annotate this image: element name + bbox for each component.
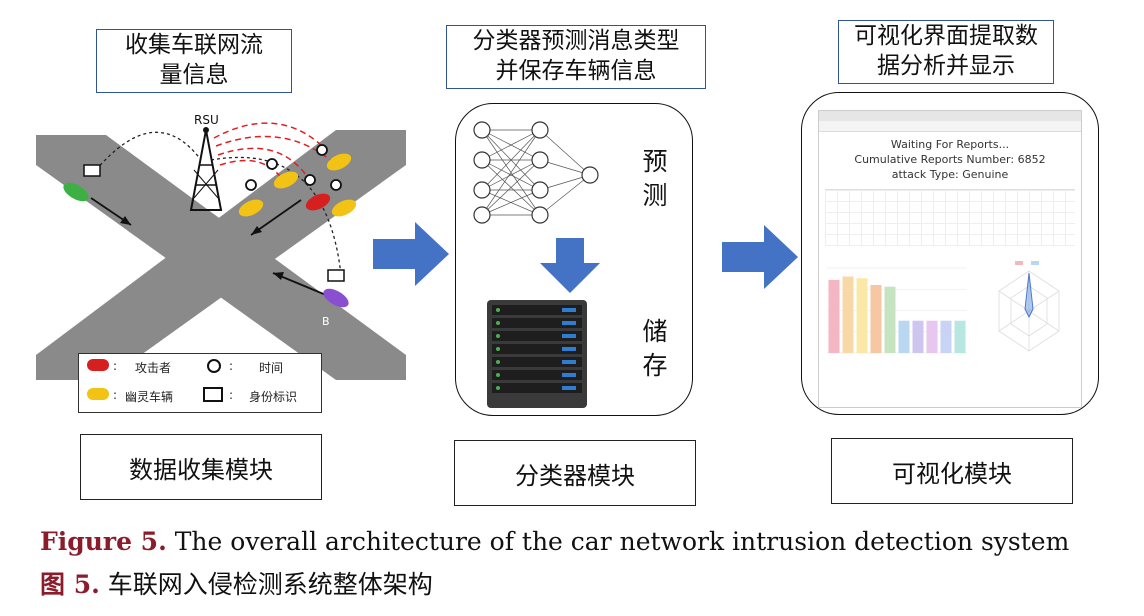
figure-caption-en-text: The overall architecture of the car netw… (166, 527, 1070, 556)
clock-legend-icon (207, 359, 221, 373)
motion-arrow-head (273, 272, 284, 280)
neural-network-icon (473, 121, 599, 224)
vehicle-a-icon (63, 182, 89, 202)
predict-label: 预 测 (640, 145, 670, 213)
screen-titlebar (819, 111, 1081, 121)
classifier-title-line2: 并保存车辆信息 (495, 58, 657, 84)
comm-link (95, 131, 202, 171)
legend-box: : 攻击者 : 时间 : 幽灵车辆 : 身份标识 (78, 353, 322, 413)
screen-line-chart-area (825, 189, 1075, 246)
figure-caption-zh: 图 5. 车联网入侵检测系统整体架构 (40, 565, 433, 601)
attacker-vehicle-icon (305, 193, 331, 211)
clock-icon (330, 179, 342, 191)
comm-link (210, 156, 342, 276)
store-char-1: 储 (642, 317, 668, 346)
screen-addressbar (819, 121, 1081, 132)
attack-type-text: attack Type: Genuine (891, 168, 1009, 181)
ghost-legend-label: 幽灵车辆 (125, 390, 174, 404)
bar-chart-bar (954, 320, 966, 353)
predict-char-2: 测 (642, 181, 668, 210)
radar-legend-swatch (1031, 261, 1039, 265)
ghost-vehicle-icon (331, 199, 357, 217)
screen-radar-chart (998, 261, 1060, 352)
data-collection-module-label: 数据收集模块 (129, 455, 273, 484)
ghost-vehicle-icon (238, 199, 264, 217)
radar-shape (1024, 272, 1034, 319)
data-collection-title-box: 收集车联网流 量信息 (96, 29, 292, 93)
ghost-vehicle-icon (326, 153, 352, 171)
clock-icon (316, 144, 328, 156)
identity-legend-label: 身份标识 (249, 390, 298, 404)
visualization-module-label: 可视化模块 (892, 459, 1012, 488)
figure-caption-en: Figure 5. The overall architecture of th… (40, 527, 1069, 556)
classifier-module-label: 分类器模块 (515, 461, 635, 490)
legend-colon: : (229, 359, 234, 373)
bar-chart-bar (884, 286, 896, 353)
clock-icon (304, 174, 316, 186)
visualization-title-box: 可视化界面提取数 据分析并显示 (838, 20, 1054, 84)
bar-chart-bar (898, 320, 910, 353)
bar-chart-bar (870, 285, 882, 353)
figure-caption-zh-text: 车联网入侵检测系统整体架构 (99, 570, 433, 599)
red-dashed-link (217, 147, 307, 176)
predict-char-1: 预 (642, 147, 668, 176)
bar-chart-bar (856, 278, 868, 353)
attacker-legend-label: 攻击者 (135, 361, 172, 375)
red-dashed-link (213, 122, 322, 146)
rsu-label: RSU (194, 113, 219, 127)
radar-legend-swatch (1015, 261, 1023, 265)
flow-arrow-icon (722, 225, 798, 289)
server-rack-icon (487, 300, 587, 408)
id-tag-legend-icon (203, 387, 223, 402)
bar-chart-bar (940, 320, 952, 353)
classifier-title-box: 分类器预测消息类型 并保存车辆信息 (446, 25, 706, 89)
motion-arrow-head (251, 226, 262, 235)
store-label: 储 存 (640, 315, 670, 383)
ghost-vehicle-icon (273, 171, 299, 189)
clock-icon (245, 179, 257, 191)
attacker-legend-icon (87, 359, 109, 371)
red-dashed-link (215, 135, 337, 166)
motion-arrow-head (120, 216, 131, 225)
clock-icon (266, 158, 278, 170)
vehicle-b-label: B (322, 315, 330, 328)
road-segment (36, 130, 406, 380)
classifier-title-line1: 分类器预测消息类型 (472, 28, 680, 54)
waiting-reports-text: Waiting For Reports... (890, 138, 1010, 151)
vehicle-a-label: A (74, 210, 82, 223)
flow-arrow-icon (373, 222, 449, 286)
data-collection-module-box: 数据收集模块 (80, 434, 322, 500)
data-collection-title-line2: 量信息 (159, 62, 229, 88)
store-char-2: 存 (642, 351, 668, 380)
bar-chart-bar (926, 320, 938, 353)
visualization-title-line1: 可视化界面提取数 (854, 23, 1038, 49)
cumulative-reports-text: Cumulative Reports Number: 6852 (854, 153, 1046, 166)
bar-chart-bar (912, 320, 924, 353)
time-legend-label: 时间 (259, 361, 284, 375)
legend-colon: : (229, 388, 234, 402)
id-tag-icon (83, 164, 101, 177)
id-tag-icon (327, 269, 345, 282)
rsu-tower-icon (189, 127, 223, 211)
visualization-screen: Waiting For Reports... Cumulative Report… (818, 110, 1082, 408)
classifier-module-box: 分类器模块 (454, 440, 696, 506)
legend-colon: : (113, 359, 118, 373)
intersection-scene: RSU A B (36, 113, 406, 380)
figure-caption-zh-label: 图 5. (40, 570, 100, 599)
visualization-module-box: 可视化模块 (831, 438, 1073, 504)
down-arrow-icon (540, 238, 600, 293)
screen-bar-chart (827, 267, 967, 354)
bar-chart-bar (842, 276, 854, 353)
vehicle-b-icon (323, 288, 349, 308)
visualization-title-line2: 据分析并显示 (877, 53, 1015, 79)
legend-colon: : (113, 388, 118, 402)
data-collection-title-line1: 收集车联网流 (125, 32, 263, 58)
ghost-legend-icon (87, 388, 109, 400)
bar-chart-bar (828, 279, 840, 353)
figure-caption-en-label: Figure 5. (40, 527, 167, 556)
red-dashed-link (219, 159, 287, 186)
